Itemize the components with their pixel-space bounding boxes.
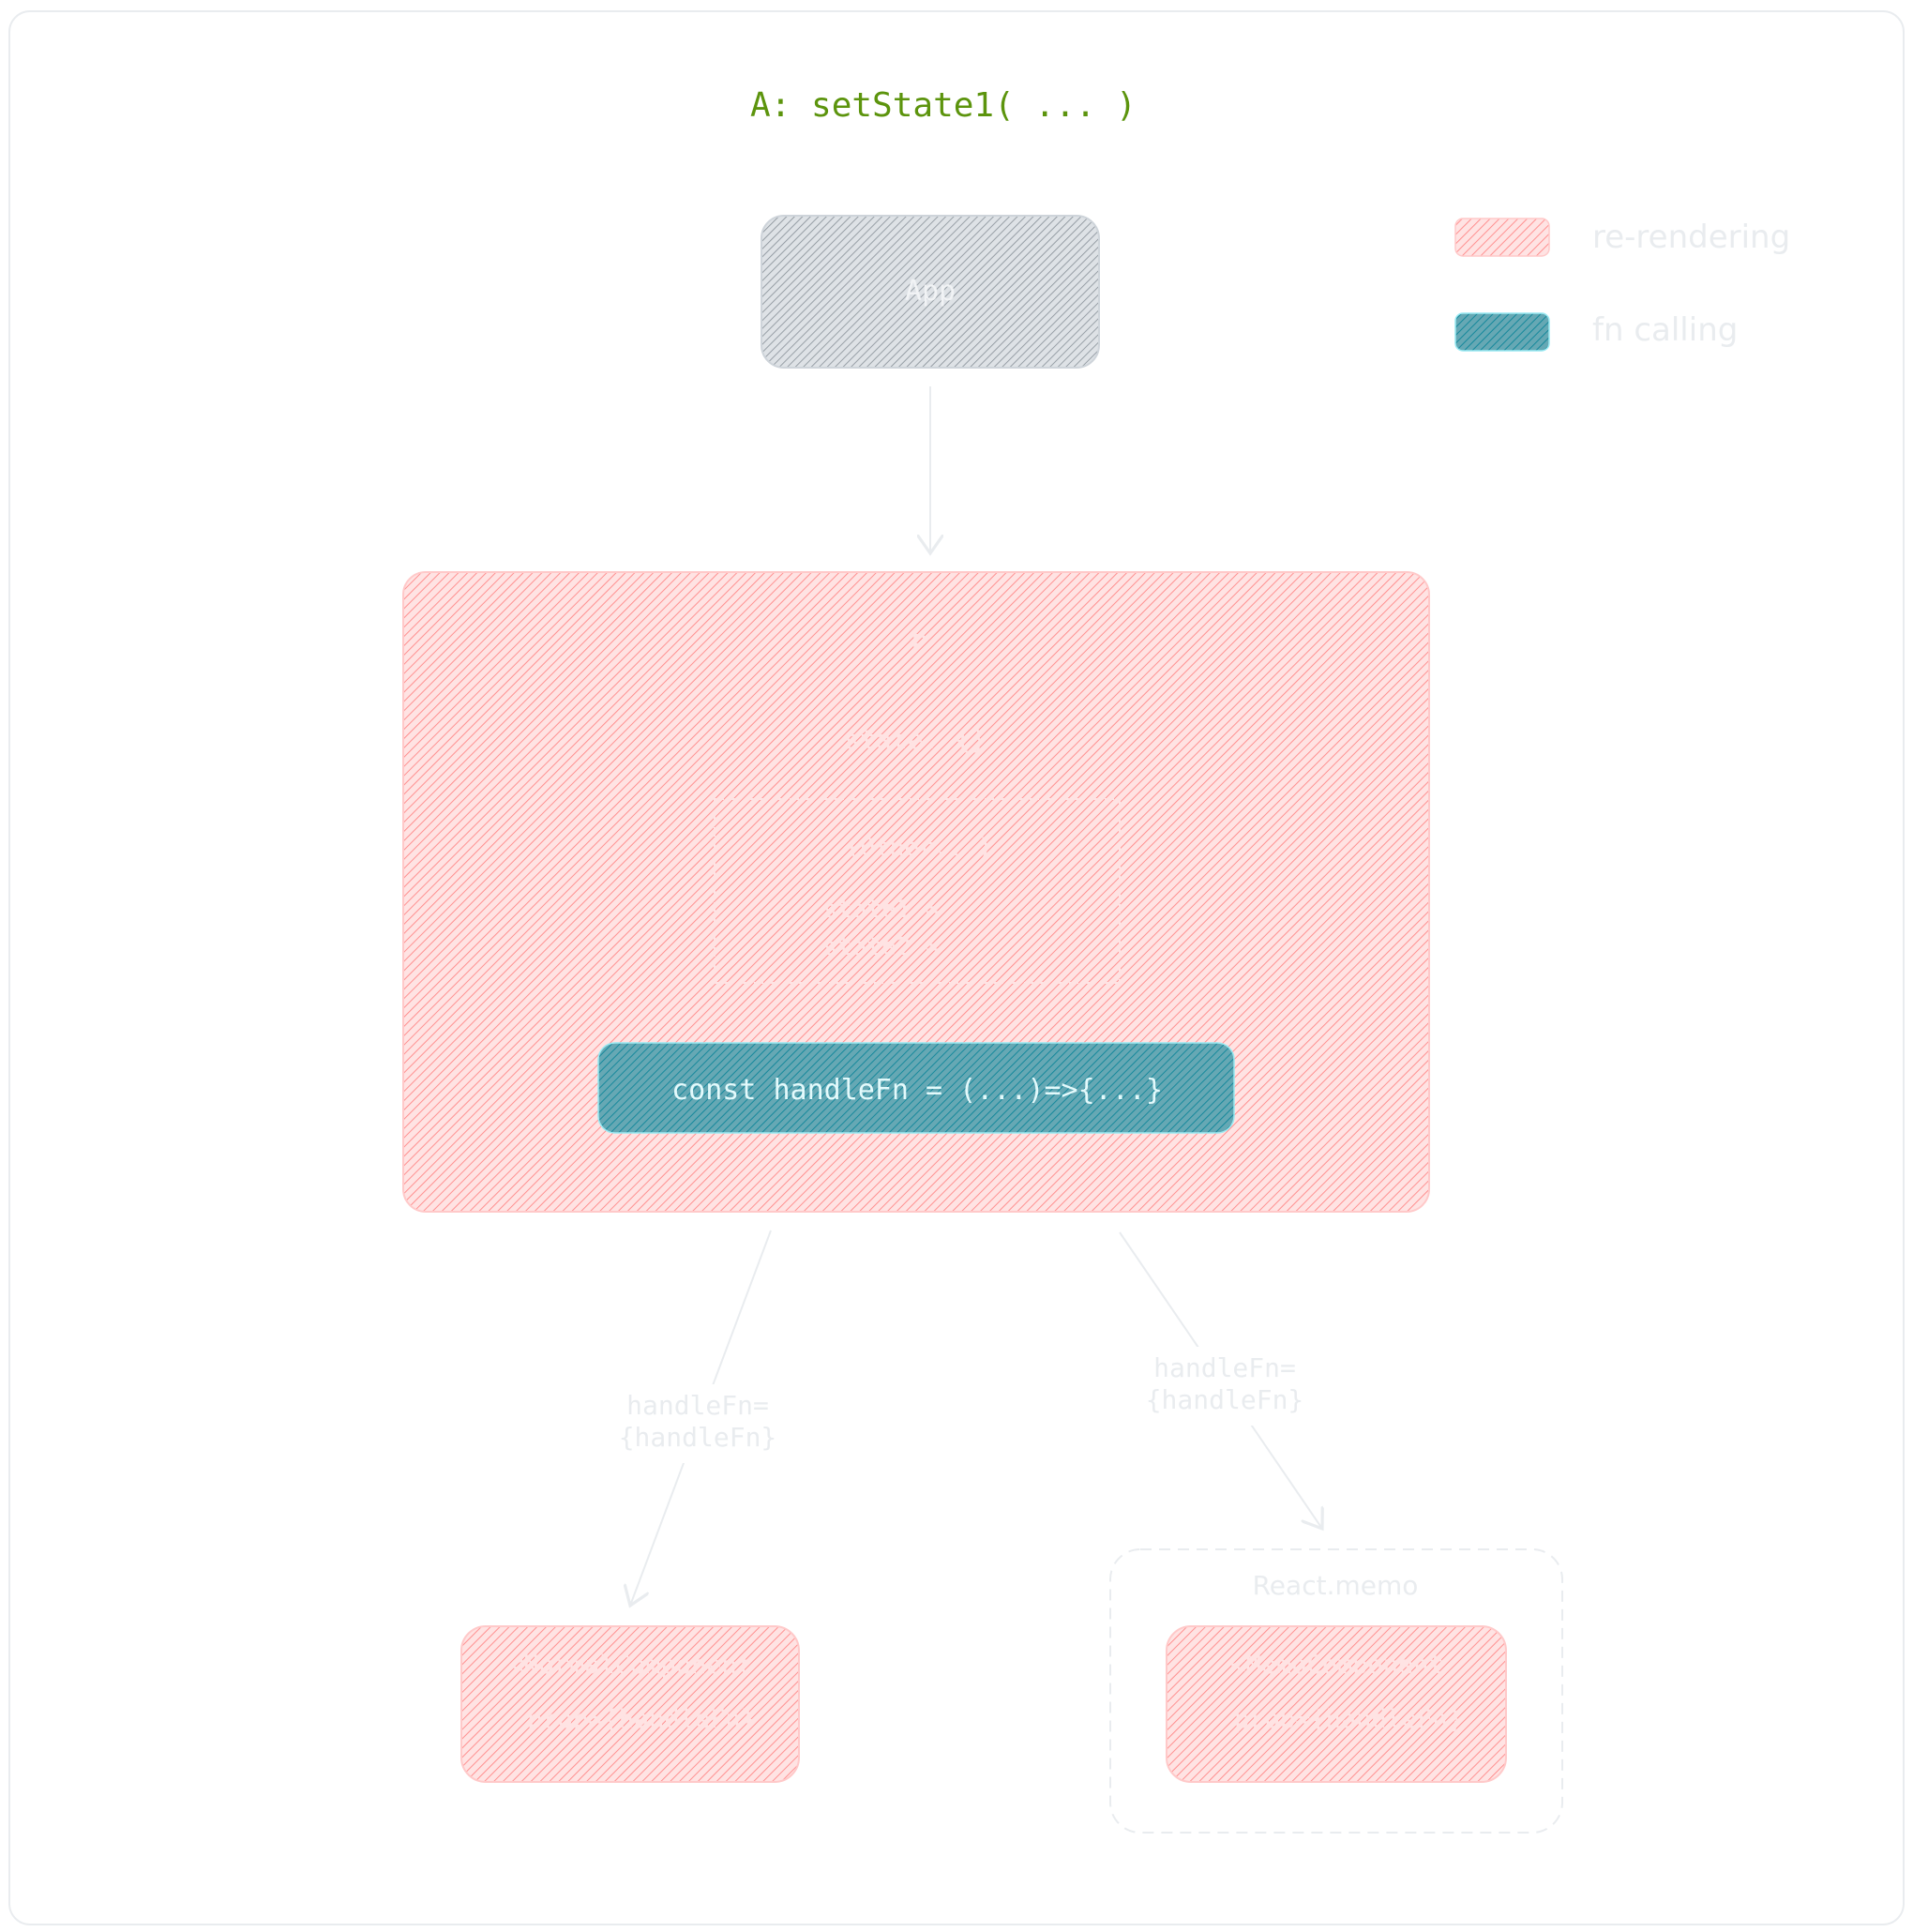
handle-fn-box <box>597 1042 1235 1134</box>
memo-component-line1: <MemoComponent <box>1230 1651 1444 1680</box>
parent-node-state: state: {} <box>844 724 987 755</box>
edge-right-label-line1: handleFn= <box>1153 1352 1296 1383</box>
legend-rerender-swatch <box>1454 218 1550 257</box>
app-node: App <box>761 215 1100 369</box>
normal-component-line1: <NormalComponent <box>508 1651 752 1680</box>
parent-inner-state-box <box>714 798 1121 984</box>
legend-rerender-label: re-rendering <box>1592 219 1790 256</box>
parent-node: P state: {} (Other...) state1 = state2 =… <box>402 571 1430 1213</box>
react-memo-wrapper: React.memo <box>1109 1548 1563 1834</box>
inner-state-head: (Other...) <box>846 834 993 862</box>
normal-component-node: <NormalComponent prop={handleFn} <box>460 1625 800 1783</box>
legend: re-rendering fn calling <box>1454 218 1790 352</box>
legend-fn-label: fn calling <box>1592 311 1738 349</box>
normal-component-line2: prop={handleFn} <box>527 1705 756 1734</box>
edge-left-label-line1: handleFn= <box>626 1390 769 1421</box>
inner-state-line1: state1 = <box>822 896 940 924</box>
edge-left-label-line2: {handleFn} <box>619 1422 777 1453</box>
memo-component-line2: prop={handleFn} <box>1234 1705 1463 1734</box>
react-memo-label: React.memo <box>1253 1570 1419 1601</box>
edge-right-label-bg <box>1140 1347 1318 1426</box>
app-node-label: App <box>905 275 956 308</box>
edge-right-label-line2: {handleFn} <box>1146 1384 1304 1415</box>
memo-component-node: <MemoComponent prop={handleFn} <box>1166 1625 1507 1783</box>
legend-fn-swatch <box>1454 312 1550 352</box>
diagram-title: A: setState1( ... ) <box>750 86 1137 125</box>
parent-node-name: P <box>911 628 927 659</box>
handle-fn-label: const handleFn = (...)=>{...} <box>671 1074 1163 1107</box>
inner-state-line2: state2 = <box>822 933 940 961</box>
edge-left-label-bg <box>610 1384 788 1463</box>
